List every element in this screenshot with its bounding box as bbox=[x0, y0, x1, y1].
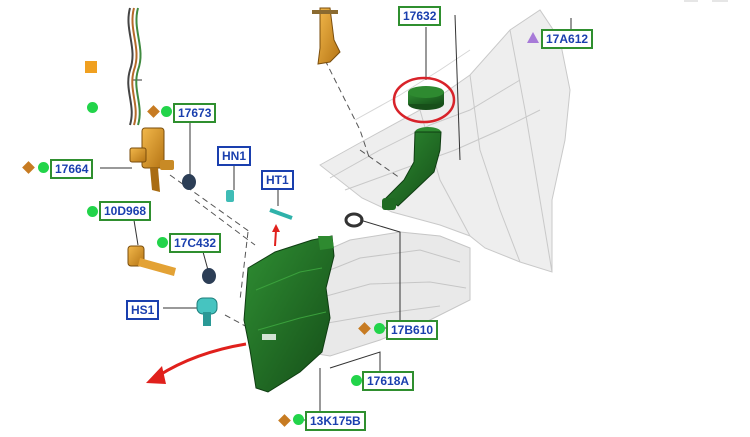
green-dot-icon bbox=[374, 323, 385, 334]
green-dot-icon bbox=[161, 106, 172, 117]
washer-pump bbox=[129, 127, 174, 192]
orange-square-icon bbox=[85, 61, 97, 73]
upper-bracket bbox=[312, 7, 341, 65]
part-label-HS1[interactable]: HS1 bbox=[126, 300, 160, 320]
lower-frame-rail bbox=[299, 231, 471, 357]
green-dot-icon bbox=[38, 162, 49, 173]
part-label-17664[interactable]: 17664 bbox=[50, 159, 94, 179]
green-dot-icon bbox=[351, 375, 362, 386]
hose-clip bbox=[196, 297, 218, 326]
highlight-circle bbox=[392, 76, 456, 124]
part-label-17B610[interactable]: 17B610 bbox=[386, 320, 439, 340]
part-label-17C432[interactable]: 17C432 bbox=[169, 233, 222, 253]
green-dot-icon bbox=[293, 414, 304, 425]
part-label-17618A[interactable]: 17618A bbox=[362, 371, 415, 391]
green-dot-icon bbox=[87, 206, 98, 217]
part-label-HT1[interactable]: HT1 bbox=[261, 170, 294, 190]
part-label-10D968[interactable]: 10D968 bbox=[99, 201, 152, 221]
part-label-17A612[interactable]: 17A612 bbox=[541, 29, 594, 49]
washer-reservoir bbox=[243, 235, 335, 393]
part-label-HN1[interactable]: HN1 bbox=[217, 146, 252, 166]
install-arrow bbox=[272, 224, 280, 247]
reservoir-cap bbox=[408, 86, 444, 110]
sealing-ring bbox=[344, 212, 364, 228]
part-label-13K175B[interactable]: 13K175B bbox=[305, 411, 366, 431]
green-dot-icon bbox=[87, 102, 98, 113]
filler-neck bbox=[382, 127, 442, 210]
part-label-17673[interactable]: 17673 bbox=[173, 103, 217, 123]
wiring-harness bbox=[127, 7, 142, 126]
green-dot-icon bbox=[157, 237, 168, 248]
small-connectors bbox=[182, 174, 293, 284]
purple-triangle-icon bbox=[527, 32, 539, 43]
fender-apron-structure bbox=[319, 9, 571, 273]
fluid-level-sensor bbox=[127, 245, 176, 276]
removal-arrow bbox=[146, 342, 247, 384]
part-label-17632[interactable]: 17632 bbox=[398, 6, 442, 26]
